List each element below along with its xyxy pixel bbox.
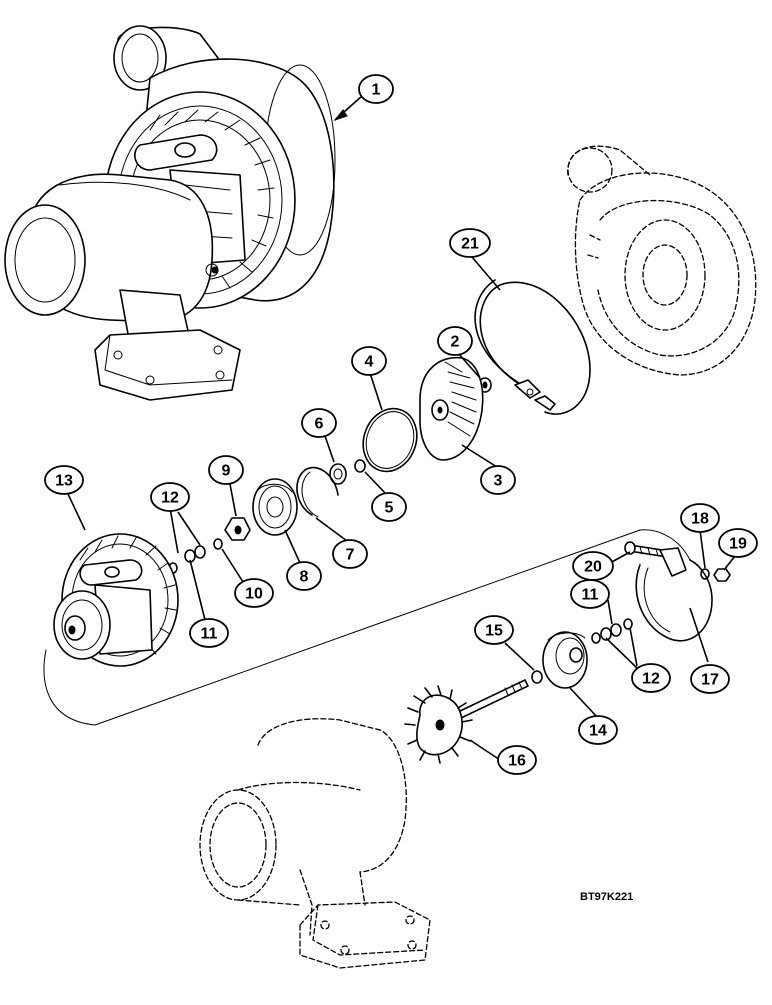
seal-ring: [354, 459, 366, 473]
svg-text:10: 10: [245, 586, 263, 603]
svg-text:7: 7: [346, 547, 355, 564]
callout-4: 4: [351, 346, 387, 376]
callout-16: 16: [497, 745, 537, 775]
callout-12-left: 12: [150, 482, 190, 512]
callout-1: 1: [358, 74, 394, 104]
callout-19: 19: [718, 528, 758, 558]
compressor-housing-outline: [567, 145, 757, 376]
leader-lines: [67, 95, 736, 761]
bearing-parts-left: [168, 538, 223, 574]
seal-plate: [252, 478, 298, 536]
svg-text:12: 12: [642, 671, 660, 688]
svg-text:16: 16: [508, 753, 526, 770]
callout-11-right: 11: [570, 579, 610, 609]
v-band-clamp-ring: [474, 279, 591, 415]
clamp-washer-nut: [700, 568, 731, 582]
callout-3: 3: [480, 465, 516, 495]
callout-6: 6: [301, 408, 337, 438]
bearing-parts-right: [591, 618, 633, 644]
svg-text:4: 4: [365, 354, 374, 371]
callout-7: 7: [332, 539, 368, 569]
piston-ring: [531, 670, 543, 684]
center-housing: [53, 533, 179, 667]
svg-text:19: 19: [729, 536, 747, 553]
callout-20: 20: [572, 551, 614, 581]
heat-shield: [542, 631, 588, 689]
callout-8: 8: [286, 561, 322, 591]
callout-14: 14: [578, 715, 618, 745]
svg-text:3: 3: [494, 473, 503, 490]
svg-text:21: 21: [461, 236, 479, 253]
svg-text:11: 11: [201, 626, 218, 643]
callouts: 1 21 2 4 3 6 5 7 8 9 10 12 11 13 18 19 2…: [44, 74, 758, 775]
svg-text:9: 9: [222, 463, 231, 480]
callout-2: 2: [437, 326, 473, 356]
callout-21: 21: [449, 228, 491, 258]
svg-text:1: 1: [372, 82, 381, 99]
turbocharger-assembly: [4, 25, 336, 401]
figure-reference: BT97K221: [580, 891, 633, 903]
snap-ring: [296, 466, 339, 518]
svg-text:20: 20: [584, 559, 602, 576]
svg-text:6: 6: [315, 416, 324, 433]
svg-text:2: 2: [451, 334, 460, 351]
svg-text:5: 5: [385, 500, 394, 517]
turbine-housing-outline: [199, 718, 431, 969]
callout-12-right: 12: [631, 663, 671, 693]
svg-text:12: 12: [161, 490, 179, 507]
turbine-clamp: [635, 547, 713, 642]
thrust-bearing: [224, 517, 251, 541]
callout-10: 10: [234, 578, 274, 608]
turbine-shaft-wheel: [404, 679, 529, 764]
callout-11-left: 11: [189, 618, 229, 648]
svg-text:11: 11: [582, 587, 599, 604]
svg-text:17: 17: [701, 672, 719, 689]
callout-13: 13: [44, 465, 84, 495]
turbine-envelope-outline: [43, 529, 691, 726]
svg-text:13: 13: [55, 473, 73, 490]
svg-text:15: 15: [485, 623, 503, 640]
compressor-wheel: [419, 356, 484, 461]
thrust-collar: [329, 463, 347, 485]
callout-18: 18: [680, 503, 720, 533]
svg-text:18: 18: [691, 511, 709, 528]
callout-9: 9: [208, 455, 244, 485]
o-ring: [362, 407, 418, 473]
callout-17: 17: [690, 664, 730, 694]
svg-text:14: 14: [589, 723, 607, 740]
callout-15: 15: [474, 615, 514, 645]
svg-text:8: 8: [300, 569, 309, 586]
callout-5: 5: [371, 492, 407, 522]
